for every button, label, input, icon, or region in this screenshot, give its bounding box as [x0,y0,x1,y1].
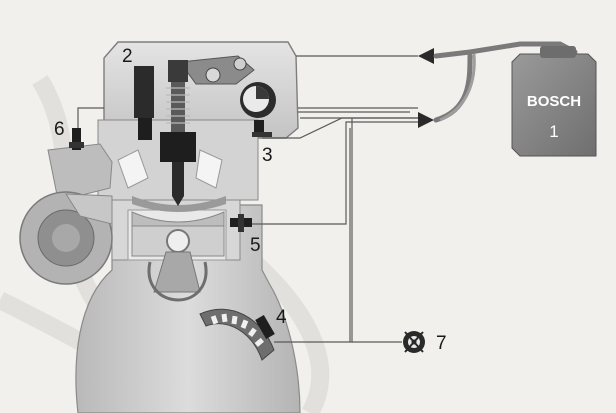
callout-2: 2 [122,46,133,67]
sensor-7 [403,331,425,353]
arrow-to-ecu-bottom [418,112,434,128]
callout-3: 3 [262,145,273,166]
callout-4: 4 [276,307,287,328]
callout-6: 6 [54,119,65,140]
turbocharger [20,144,112,284]
arrow-to-ecu-top [418,48,434,64]
callout-5: 5 [250,235,261,256]
ecu-brand-label: BOSCH [527,93,581,110]
ecu-number-label: 1 [549,122,558,141]
sensor-6 [69,128,84,150]
callout-7: 7 [436,333,447,354]
camshaft-disc [240,82,276,118]
